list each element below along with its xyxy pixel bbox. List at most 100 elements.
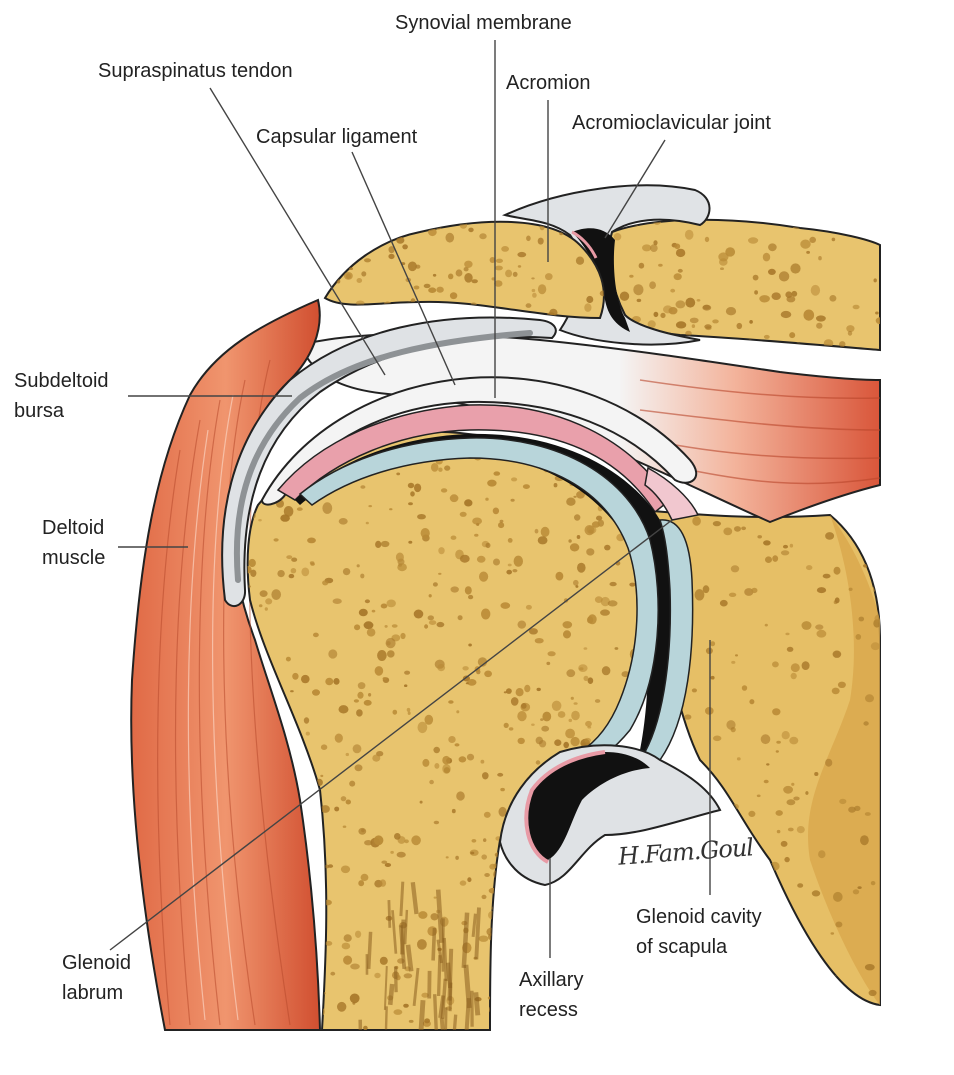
label-acromion: Acromion [506, 68, 590, 98]
label-supraspinatus-tendon: Supraspinatus tendon [98, 56, 293, 86]
bone-pore [493, 559, 500, 566]
bone-streak [466, 965, 469, 1008]
bone-pore [720, 267, 724, 270]
bone-pore [545, 273, 553, 280]
bone-pore [670, 289, 675, 293]
bone-pore [436, 287, 443, 293]
bone-pore [865, 812, 871, 816]
bone-pore [537, 688, 541, 691]
bone-pore [584, 738, 591, 743]
bone-pore [592, 521, 600, 527]
bone-pore [865, 964, 875, 970]
bone-pore [531, 724, 535, 726]
bone-pore [414, 484, 421, 493]
bone-pore [380, 957, 388, 965]
bone-pore [620, 1001, 626, 1005]
bone-pore [506, 688, 512, 694]
bone-pore [554, 483, 558, 487]
bone-pore [711, 676, 715, 680]
bone-pore [320, 775, 323, 777]
bone-pore [859, 231, 868, 238]
bone-pore [692, 688, 697, 692]
bone-pore [495, 266, 503, 271]
bone-pore [381, 861, 387, 864]
bone-pore [364, 258, 371, 262]
bone-pore [574, 514, 580, 520]
bone-pore [536, 737, 543, 745]
bone-pore [448, 274, 453, 280]
bone-pore [530, 917, 536, 921]
bone-pore [265, 598, 272, 604]
bone-pore [650, 244, 658, 252]
bone-pore [506, 570, 512, 575]
bone-streak [476, 992, 478, 1015]
bone-pore [310, 561, 315, 564]
bone-pore [815, 624, 823, 629]
bone-pore [387, 305, 393, 312]
bone-pore [386, 638, 396, 648]
bone-pore [731, 886, 740, 897]
bone-pore [442, 756, 450, 765]
bone-pore [415, 265, 420, 269]
bone-pore [434, 763, 439, 769]
bone-pore [424, 1018, 430, 1023]
bone-pore [541, 927, 547, 933]
bone-pore [676, 300, 686, 308]
bone-pore [726, 720, 735, 730]
bone-pore [535, 638, 544, 643]
bone-pore [764, 780, 769, 784]
bone-pore [328, 649, 337, 658]
bone-pore [383, 677, 387, 680]
bone-pore [338, 255, 346, 260]
bone-pore [748, 811, 755, 817]
bone-streak [433, 928, 434, 960]
bone-pore [568, 539, 571, 543]
bone-pore [434, 897, 437, 899]
bone-pore [404, 671, 410, 675]
bone-pore [497, 773, 503, 777]
bone-pore [400, 633, 405, 639]
bone-pore [755, 851, 758, 854]
bone-pore [507, 967, 516, 977]
bone-pore [789, 737, 798, 745]
bone-pore [764, 335, 770, 339]
bone-streak [405, 910, 407, 944]
bone-pore [574, 702, 578, 705]
bone-streak [369, 932, 371, 969]
bone-pore [604, 545, 610, 551]
bone-pore [397, 852, 406, 858]
label-subdeltoid-bursa: Subdeltoid bursa [14, 366, 109, 426]
bone-pore [418, 911, 427, 919]
bone-pore [339, 250, 347, 256]
bone-pore [387, 316, 393, 321]
bone-pore [479, 233, 486, 239]
bone-pore [606, 980, 609, 983]
bone-pore [719, 886, 725, 891]
bone-pore [260, 590, 268, 597]
bone-pore [433, 274, 436, 277]
bone-pore [456, 791, 465, 800]
bone-pore [518, 265, 521, 268]
bone-pore [493, 508, 499, 515]
bone-pore [719, 340, 728, 350]
bone-pore [848, 331, 852, 336]
bone-pore [814, 772, 818, 776]
bone-pore [575, 585, 578, 588]
bone-pore [341, 796, 347, 801]
bone-pore [676, 321, 686, 328]
bone-pore [586, 990, 592, 994]
bone-pore [470, 852, 474, 855]
bone-pore [629, 949, 633, 952]
bone-pore [742, 685, 747, 691]
bone-pore [350, 994, 360, 1004]
bone-pore [559, 934, 563, 937]
bone-pore [303, 814, 307, 818]
bone-pore [375, 541, 381, 548]
label-glenoid-cavity: Glenoid cavity of scapula [636, 902, 762, 962]
bone-pore [785, 633, 789, 636]
bone-pore [396, 553, 404, 562]
bone-pore [360, 485, 365, 489]
bone-pore [517, 252, 526, 257]
bone-pore [481, 760, 485, 764]
bone-pore [809, 237, 816, 243]
